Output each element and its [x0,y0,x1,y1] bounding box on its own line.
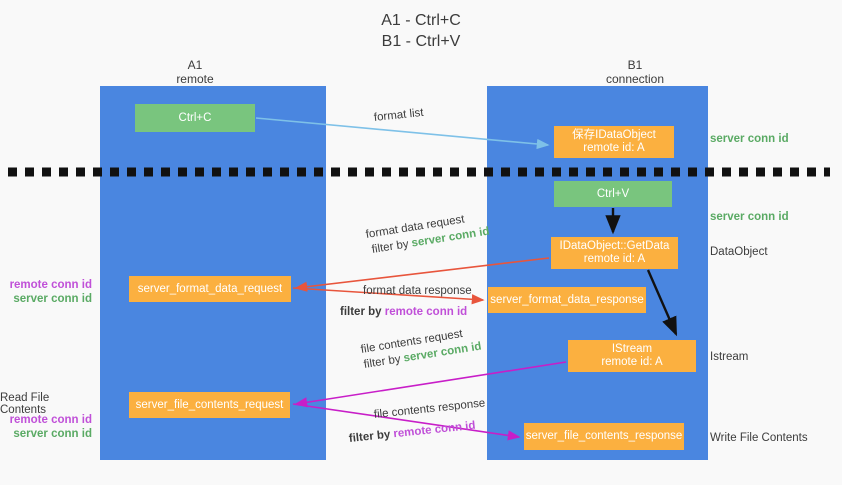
node-server-file-contents-response[interactable]: server_file_contents_response [524,423,684,450]
title-line-2: B1 - Ctrl+V [381,33,461,50]
lane-header-a1: A1 remote [120,58,270,86]
edge-label-fcresp-filter-value: remote conn id [392,419,477,441]
edge-label-fdresp-filter-prefix: filter by [340,306,385,318]
node-istream-line2: remote id: A [601,356,663,368]
lane-a1-subtitle: remote [176,72,214,86]
node-istream-line1: IStream [611,343,653,355]
annotation-read-file-contents: Read File Contents [0,392,50,416]
node-istream[interactable]: IStream remote id: A [568,340,696,372]
node-server-file-contents-response-label: server_file_contents_response [525,430,683,442]
edge-label-fdresp-filter-value: remote conn id [384,306,468,318]
node-server-file-contents-request[interactable]: server_file_contents_request [129,392,290,418]
node-server-file-contents-request-label: server_file_contents_request [135,398,284,411]
title-line-1: A1 - Ctrl+C [381,12,461,29]
node-getdata-line1: IDataObject::GetData [559,240,670,252]
annotation-data-object: DataObject [710,246,768,258]
node-server-format-data-response-label: server_format_data_response [490,293,644,306]
node-ctrl-c[interactable]: Ctrl+C [135,104,255,132]
node-save-idataobject-line1: 保存IDataObject [572,129,656,141]
edge-label-file-contents-response-filter: filter by remote conn id [348,419,476,447]
annotation-conn-ids-format: remote conn id server conn id [0,278,92,306]
node-server-format-data-request-label: server_format_data_request [137,282,283,295]
annotation-conn-ids-file: remote conn id server conn id [0,413,92,441]
annotation-server-conn-id-mid: server conn id [710,211,789,223]
annotation-server-conn-id-1: server conn id [13,293,92,305]
annotation-istream: Istream [710,351,749,363]
annotation-write-file-contents: Write File Contents [710,432,808,444]
edge-label-format-list: format list [373,106,425,124]
node-getdata-line2: remote id: A [583,253,646,265]
node-save-idataobject[interactable]: 保存IDataObject remote id: A [554,126,674,158]
edge-label-format-data-response-filter: filter by remote conn id [340,305,467,320]
node-server-format-data-response[interactable]: server_format_data_response [488,287,646,313]
node-server-format-data-request[interactable]: server_format_data_request [129,276,291,302]
page-title: A1 - Ctrl+C B1 - Ctrl+V [0,10,842,52]
node-ctrl-v[interactable]: Ctrl+V [554,181,672,207]
node-save-idataobject-line2: remote id: A [583,142,645,154]
lane-b1-subtitle: connection [605,72,665,86]
annotation-remote-conn-id-2: remote conn id [9,414,92,426]
annotation-server-conn-id-2: server conn id [13,428,92,440]
annotation-remote-conn-id-1: remote conn id [9,279,92,291]
lane-b1-name: B1 [627,58,643,72]
annotation-server-conn-id-top: server conn id [710,133,789,145]
lane-header-b1: B1 connection [560,58,710,86]
lane-a1-name: A1 [187,58,203,72]
edge-label-format-data-response: format data response [363,285,472,297]
node-idataobject-getdata[interactable]: IDataObject::GetData remote id: A [551,237,678,269]
node-ctrl-c-label: Ctrl+C [178,111,212,124]
edge-label-fcresp-filter-prefix: filter by [348,428,395,445]
node-ctrl-v-label: Ctrl+V [596,187,630,200]
